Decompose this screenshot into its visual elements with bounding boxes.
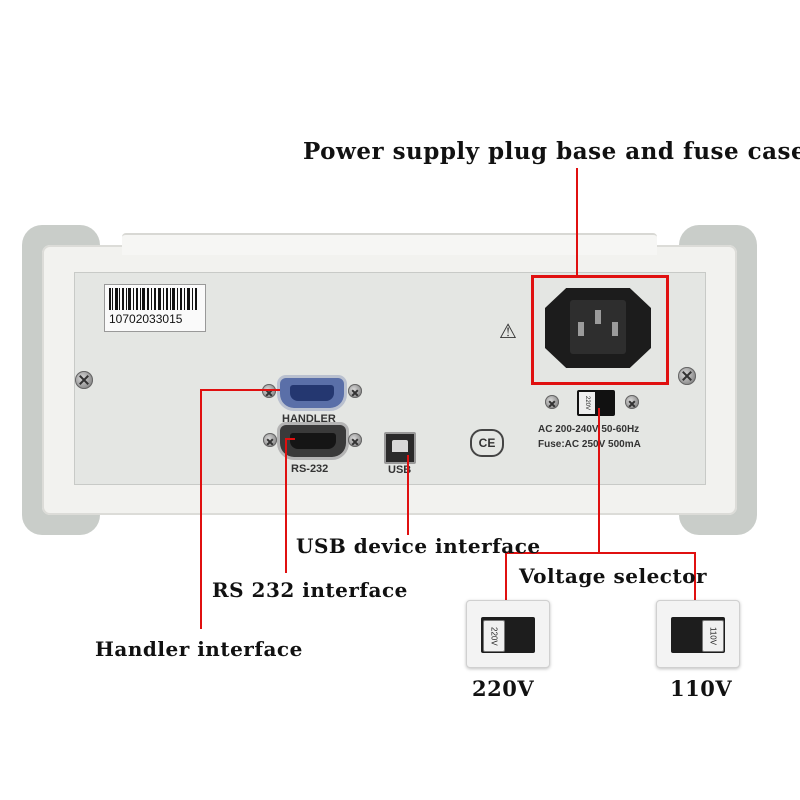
switch-tab-220v: 220V xyxy=(483,620,505,652)
line-power-vertical xyxy=(576,168,578,276)
rs232-port xyxy=(280,425,346,457)
power-socket-highlight xyxy=(531,275,669,385)
line-selector-left-drop xyxy=(505,552,507,600)
usb-port xyxy=(384,432,416,464)
ce-mark-text: CE xyxy=(478,436,496,450)
switch-card-220v: 220V xyxy=(466,600,550,668)
handler-port-right-screw-icon xyxy=(348,384,362,398)
line-rs232-vertical xyxy=(285,438,287,573)
rs232-left-screw-icon xyxy=(263,433,277,447)
usb-label: USB xyxy=(388,464,412,476)
line-handler-horizontal xyxy=(200,389,280,391)
screw-selector-right-icon xyxy=(625,395,639,409)
handler-port xyxy=(280,378,344,408)
screw-right-icon xyxy=(678,367,696,385)
line-selector-right-drop xyxy=(694,552,696,600)
housing-top-lip xyxy=(122,233,657,255)
switch-slot-220v: 220V xyxy=(481,617,535,653)
handler-label: HANDLER xyxy=(282,413,336,425)
110v-label: 110V xyxy=(670,676,733,701)
power-inlet-pins xyxy=(570,300,626,354)
line-selector-vertical xyxy=(598,408,600,553)
voltage-selector-switch[interactable]: 220V xyxy=(577,390,615,416)
barcode-sticker: 10702033015 xyxy=(104,284,206,332)
switch-card-110v: 110V xyxy=(656,600,740,668)
handler-port-left-screw-icon xyxy=(262,384,276,398)
usb-callout: USB device interface xyxy=(296,534,541,558)
voltage-selector-tab: 220V xyxy=(579,392,595,414)
power-supply-callout: Power supply plug base and fuse case xyxy=(303,138,800,165)
switch-slot-110v: 110V xyxy=(671,617,725,653)
line-usb-vertical xyxy=(407,455,409,535)
ac-rating: AC 200-240V 50-60Hz xyxy=(538,424,640,435)
warning-icon: ⚠ xyxy=(499,321,517,343)
rs232-label: RS-232 xyxy=(291,463,329,475)
rs232-callout: RS 232 interface xyxy=(212,578,408,602)
barcode-number: 10702033015 xyxy=(109,312,183,326)
voltage-callout: Voltage selector xyxy=(519,564,708,588)
line-handler-vertical xyxy=(200,389,202,629)
switch-tab-110v: 110V xyxy=(702,620,724,652)
220v-label: 220V xyxy=(472,676,535,701)
barcode-icon xyxy=(109,288,197,310)
screw-left-icon xyxy=(75,371,93,389)
rs232-right-screw-icon xyxy=(348,433,362,447)
line-rs232-horizontal xyxy=(285,438,295,440)
ce-mark: CE xyxy=(470,429,504,457)
screw-selector-left-icon xyxy=(545,395,559,409)
fuse-rating: Fuse:AC 250V 500mA xyxy=(538,439,641,450)
handler-callout: Handler interface xyxy=(95,637,303,661)
line-selector-horizontal xyxy=(505,552,695,554)
